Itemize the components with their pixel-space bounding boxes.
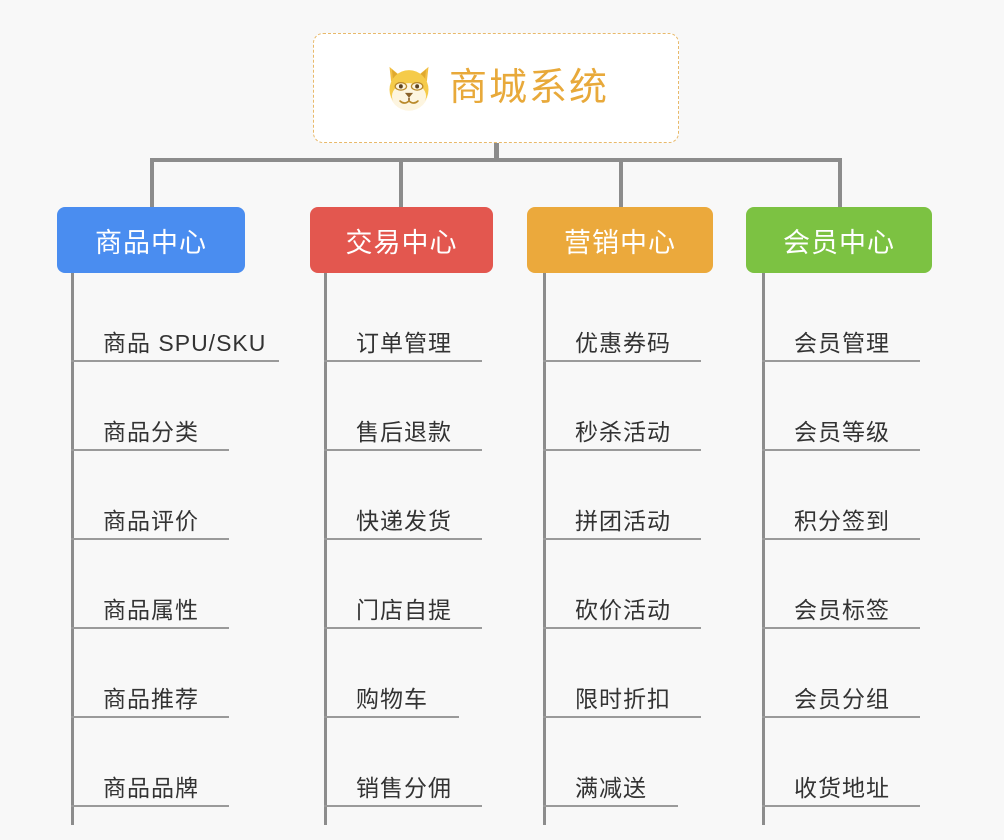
connector-drop-product-center <box>150 158 154 207</box>
sub-item-rule <box>71 805 229 807</box>
category-label-member-center: 会员中心 <box>783 227 895 258</box>
sub-item-label: 优惠券码 <box>575 329 671 356</box>
sub-item-rule <box>324 805 482 807</box>
sub-item-label: 商品评价 <box>103 507 199 534</box>
sub-item-rule <box>543 538 701 540</box>
sub-item-member-3[interactable]: 积分签到 <box>762 451 942 540</box>
sub-column-marketing-center: 优惠券码 秒杀活动 拼团活动 砍价活动 限时折扣 满减送 <box>543 273 723 825</box>
sub-item-member-5[interactable]: 会员分组 <box>762 629 942 718</box>
sub-item-marketing-1[interactable]: 优惠券码 <box>543 273 723 362</box>
sub-item-trade-6[interactable]: 销售分佣 <box>324 718 504 807</box>
sub-item-member-4[interactable]: 会员标签 <box>762 540 942 629</box>
sub-item-trade-1[interactable]: 订单管理 <box>324 273 504 362</box>
sub-item-label: 会员管理 <box>794 329 890 356</box>
sub-item-member-2[interactable]: 会员等级 <box>762 362 942 451</box>
sub-item-rule <box>324 449 482 451</box>
root-title: 商城系统 <box>448 67 609 109</box>
sub-item-product-2[interactable]: 商品分类 <box>71 362 281 451</box>
sub-item-marketing-3[interactable]: 拼团活动 <box>543 451 723 540</box>
sub-item-rule <box>324 627 482 629</box>
sub-item-label: 会员等级 <box>794 418 890 445</box>
sub-item-trade-2[interactable]: 售后退款 <box>324 362 504 451</box>
category-box-trade-center[interactable]: 交易中心 <box>310 207 493 273</box>
sub-item-label: 销售分佣 <box>356 774 452 801</box>
sub-item-rule <box>324 360 482 362</box>
sub-column-product-center: 商品 SPU/SKU 商品分类 商品评价 商品属性 商品推荐 商品品牌 <box>71 273 281 825</box>
connector-horizontal-bus <box>150 158 842 162</box>
sub-item-label: 商品分类 <box>103 418 199 445</box>
sub-item-label: 商品属性 <box>103 596 199 623</box>
sub-item-trade-3[interactable]: 快递发货 <box>324 451 504 540</box>
category-label-marketing-center: 营销中心 <box>564 227 676 258</box>
sub-item-label: 商品 SPU/SKU <box>103 329 267 356</box>
sub-item-label: 售后退款 <box>356 418 452 445</box>
connector-drop-trade-center <box>399 158 403 207</box>
sub-item-rule <box>71 716 229 718</box>
sub-item-label: 门店自提 <box>356 596 452 623</box>
connector-spine-product-center <box>71 273 74 825</box>
sub-item-rule <box>762 538 920 540</box>
category-box-product-center[interactable]: 商品中心 <box>57 207 245 273</box>
sub-item-rule <box>71 538 229 540</box>
sub-item-product-3[interactable]: 商品评价 <box>71 451 281 540</box>
sub-item-rule <box>543 716 701 718</box>
connector-drop-member-center <box>838 158 842 207</box>
sub-item-marketing-2[interactable]: 秒杀活动 <box>543 362 723 451</box>
sub-item-trade-4[interactable]: 门店自提 <box>324 540 504 629</box>
sub-item-label: 商品品牌 <box>103 774 199 801</box>
sub-item-marketing-4[interactable]: 砍价活动 <box>543 540 723 629</box>
sub-item-marketing-6[interactable]: 满减送 <box>543 718 723 807</box>
sub-item-label: 订单管理 <box>356 329 452 356</box>
sub-item-member-1[interactable]: 会员管理 <box>762 273 942 362</box>
sub-column-member-center: 会员管理 会员等级 积分签到 会员标签 会员分组 收货地址 <box>762 273 942 825</box>
sub-item-label: 会员分组 <box>794 685 890 712</box>
sub-item-label: 拼团活动 <box>575 507 671 534</box>
sub-item-label: 砍价活动 <box>575 596 671 623</box>
sub-item-rule <box>762 360 920 362</box>
connector-spine-trade-center <box>324 273 327 825</box>
category-box-marketing-center[interactable]: 营销中心 <box>527 207 713 273</box>
sub-item-product-4[interactable]: 商品属性 <box>71 540 281 629</box>
sub-item-product-5[interactable]: 商品推荐 <box>71 629 281 718</box>
sub-item-label: 购物车 <box>356 685 428 712</box>
sub-item-rule <box>762 716 920 718</box>
sub-item-label: 限时折扣 <box>575 685 671 712</box>
sub-column-trade-center: 订单管理 售后退款 快递发货 门店自提 购物车 销售分佣 <box>324 273 504 825</box>
connector-spine-marketing-center <box>543 273 546 825</box>
sub-item-label: 积分签到 <box>794 507 890 534</box>
sub-item-marketing-5[interactable]: 限时折扣 <box>543 629 723 718</box>
sub-item-label: 收货地址 <box>794 774 890 801</box>
shiba-dog-face-icon <box>389 66 429 111</box>
connector-root-stem <box>494 143 499 162</box>
root-node-mall-system[interactable]: 商城系统 <box>313 33 679 143</box>
sub-item-rule <box>762 627 920 629</box>
sub-item-rule <box>762 805 920 807</box>
sub-item-product-6[interactable]: 商品品牌 <box>71 718 281 807</box>
category-label-trade-center: 交易中心 <box>345 227 458 258</box>
sub-item-rule <box>71 449 229 451</box>
sub-item-rule <box>71 360 279 362</box>
sub-item-label: 满减送 <box>575 774 647 801</box>
category-label-product-center: 商品中心 <box>95 227 207 258</box>
sub-item-label: 会员标签 <box>794 596 890 623</box>
sub-item-rule <box>543 627 701 629</box>
sub-item-trade-5[interactable]: 购物车 <box>324 629 504 718</box>
connector-spine-member-center <box>762 273 765 825</box>
sub-item-rule <box>543 360 701 362</box>
sub-item-label: 秒杀活动 <box>575 418 671 445</box>
sub-item-rule <box>543 805 678 807</box>
sub-item-rule <box>762 449 920 451</box>
category-box-member-center[interactable]: 会员中心 <box>746 207 932 273</box>
connector-drop-marketing-center <box>619 158 623 207</box>
sub-item-rule <box>71 627 229 629</box>
sub-item-rule <box>324 538 482 540</box>
sub-item-rule <box>324 716 459 718</box>
sub-item-label: 快递发货 <box>356 507 452 534</box>
sub-item-label: 商品推荐 <box>103 685 199 712</box>
sub-item-rule <box>543 449 701 451</box>
sub-item-product-1[interactable]: 商品 SPU/SKU <box>71 273 281 362</box>
sub-item-member-6[interactable]: 收货地址 <box>762 718 942 807</box>
